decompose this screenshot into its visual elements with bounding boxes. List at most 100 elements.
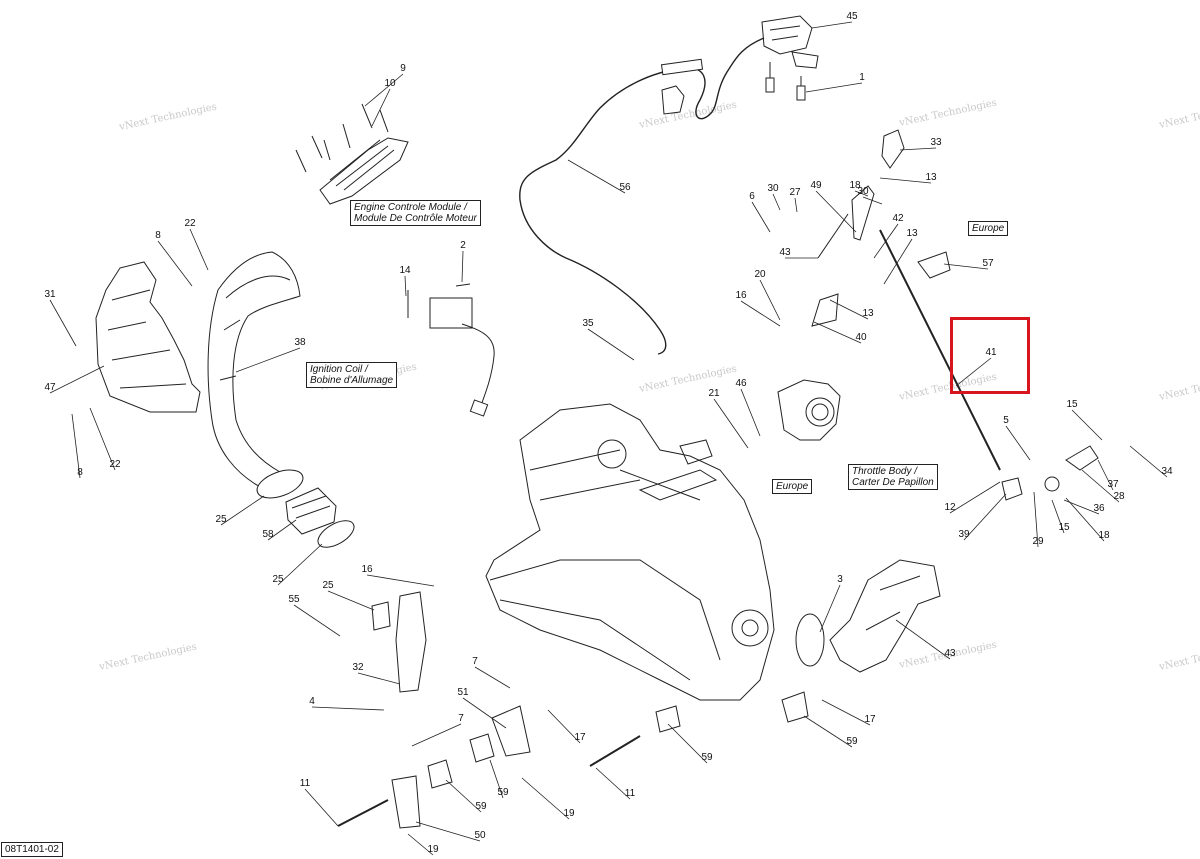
part-number-label: 31 xyxy=(44,289,56,300)
part-number-label: 15 xyxy=(1058,522,1070,533)
part-number-label: 33 xyxy=(930,137,942,148)
part-number-label: 13 xyxy=(906,228,918,239)
leader-line xyxy=(667,723,708,764)
part-number-label: 17 xyxy=(864,714,876,725)
watermark-text: vNext Technologies xyxy=(1157,100,1200,132)
leader-line xyxy=(461,250,464,283)
throttle-line-1: Throttle Body / xyxy=(852,466,918,477)
leader-line xyxy=(220,495,265,526)
leader-line xyxy=(189,228,209,271)
part-number-label: 47 xyxy=(44,382,56,393)
part-number-label: 59 xyxy=(497,787,509,798)
part-number-label: 19 xyxy=(563,808,575,819)
ecm-line-2: Module De Contrôle Moteur xyxy=(354,213,477,224)
part-number-label: 8 xyxy=(155,230,161,241)
part-number-label: 18 xyxy=(1098,530,1110,541)
ignition-line-2: Bobine d'Allumage xyxy=(310,375,394,386)
part-number-label: 37 xyxy=(1107,479,1119,490)
ecm-callout: Engine Controle Module / Module De Contr… xyxy=(350,200,481,226)
part-number-label: 35 xyxy=(582,318,594,329)
part-number-label: 9 xyxy=(400,63,406,74)
part-number-label: 59 xyxy=(846,736,858,747)
leader-line xyxy=(829,299,869,320)
part-number-label: 12 xyxy=(944,502,956,513)
part-number-label: 11 xyxy=(625,788,636,799)
europe-mid-text: Europe xyxy=(776,481,809,492)
watermark-text: vNext Technologies xyxy=(1157,372,1200,404)
part-number-label: 27 xyxy=(789,187,801,198)
part-number-label: 56 xyxy=(619,182,631,193)
leader-line xyxy=(366,574,435,587)
part-number-label: 16 xyxy=(735,290,747,301)
part-number-label: 25 xyxy=(215,514,227,525)
leader-line xyxy=(879,177,932,184)
diagram-code: 08T1401-02 xyxy=(1,842,63,857)
leader-line xyxy=(445,779,482,813)
leader-line xyxy=(71,413,81,479)
part-number-label: 40 xyxy=(855,332,867,343)
part-number-label: 22 xyxy=(109,459,121,470)
part-number-label: 13 xyxy=(862,308,874,319)
air-intake-duct-part-38 xyxy=(207,251,301,489)
leader-line xyxy=(899,147,937,151)
leader-line xyxy=(267,519,297,541)
leader-line xyxy=(815,190,857,233)
part-number-label: 7 xyxy=(472,656,478,667)
coupler-part-58 xyxy=(285,487,337,535)
leader-line xyxy=(1071,409,1103,441)
leader-line xyxy=(759,279,781,321)
throttle-line-2: Carter De Papillon xyxy=(852,477,934,488)
throttle-cable-part-56 xyxy=(519,37,765,355)
part-number-label: 20 xyxy=(754,269,766,280)
part-number-label: 51 xyxy=(457,687,469,698)
europe-callout-mid: Europe xyxy=(772,479,813,494)
leader-line xyxy=(740,300,781,327)
europe-top-text: Europe xyxy=(972,223,1005,234)
throttle-body xyxy=(777,379,841,441)
part-number-label: 3 xyxy=(837,574,843,585)
part-number-label: 32 xyxy=(352,662,364,673)
leader-line xyxy=(293,604,341,637)
leader-line xyxy=(1097,459,1114,491)
leader-line xyxy=(357,672,401,685)
clamp-part-25b xyxy=(317,520,355,548)
leader-line xyxy=(943,263,989,270)
part-number-label: 8 xyxy=(77,467,83,478)
leader-line xyxy=(713,398,749,449)
part-number-label: 30 xyxy=(857,186,869,197)
leader-line xyxy=(740,388,761,437)
part-number-label: 58 xyxy=(262,529,274,540)
leader-line xyxy=(1005,425,1031,461)
part-number-label: 28 xyxy=(1113,491,1125,502)
part-number-label: 11 xyxy=(300,778,311,789)
leader-line xyxy=(862,196,883,205)
leader-line xyxy=(772,193,781,211)
leader-line xyxy=(157,240,193,287)
leader-line xyxy=(813,321,862,344)
leader-line xyxy=(854,190,869,197)
watermark-text: vNext Technologies xyxy=(1157,642,1200,674)
leader-line xyxy=(955,357,992,387)
leader-line xyxy=(819,584,841,633)
part-number-label: 25 xyxy=(322,580,334,591)
leader-line xyxy=(873,223,899,259)
part-number-label: 16 xyxy=(361,564,373,575)
watermark-text: vNext Technologies xyxy=(897,98,997,130)
leader-line xyxy=(805,82,863,93)
leader-line xyxy=(1081,469,1120,503)
part-number-label: 50 xyxy=(474,830,486,841)
leader-line xyxy=(474,666,511,689)
leader-line xyxy=(364,73,404,107)
leader-line xyxy=(587,328,635,361)
throttle-lever-part-45 xyxy=(761,15,819,101)
leader-line xyxy=(311,706,385,711)
part-number-label: 39 xyxy=(958,529,970,540)
part-number-label: 43 xyxy=(779,247,791,258)
part-number-label: 7 xyxy=(458,713,464,724)
leader-line xyxy=(803,715,853,748)
part-number-label: 57 xyxy=(982,258,994,269)
part-number-label: 34 xyxy=(1161,466,1173,477)
part-number-label: 38 xyxy=(294,337,306,348)
part-number-label: 2 xyxy=(460,240,466,251)
